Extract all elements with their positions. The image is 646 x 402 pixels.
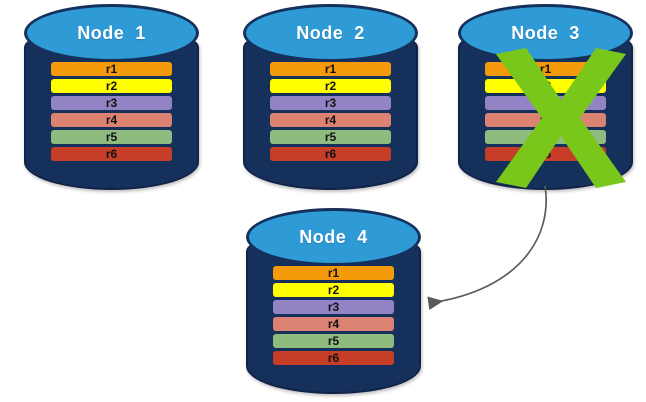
row-label: r6 <box>105 147 118 161</box>
table-row[interactable]: r1 <box>485 62 606 76</box>
row-list: r1 r2 r3 r4 r5 r6 <box>51 62 172 161</box>
row-label: r2 <box>327 283 340 297</box>
row-label: r5 <box>324 130 337 144</box>
cylinder-top-ellipse <box>24 4 199 62</box>
cylinder-shape: Node 3 r1 r2 r3 r4 r5 r6 <box>458 4 633 190</box>
table-row[interactable]: r2 <box>273 283 394 297</box>
table-row[interactable]: r5 <box>51 130 172 144</box>
table-row[interactable]: r6 <box>270 147 391 161</box>
node-2[interactable]: Node 2 r1 r2 r3 r4 r5 r6 <box>243 4 418 190</box>
row-label: r2 <box>324 79 337 93</box>
node-1[interactable]: Node 1 r1 r2 r3 r4 r5 r6 <box>24 4 199 190</box>
cylinder-top-ellipse <box>246 208 421 266</box>
row-list: r1 r2 r3 r4 r5 r6 <box>273 266 394 365</box>
row-label: r1 <box>539 62 552 76</box>
table-row[interactable]: r3 <box>485 96 606 110</box>
row-label: r6 <box>327 351 340 365</box>
row-label: r3 <box>105 96 118 110</box>
table-row[interactable]: r6 <box>273 351 394 365</box>
row-list: r1 r2 r3 r4 r5 r6 <box>270 62 391 161</box>
row-label: r4 <box>324 113 337 127</box>
table-row[interactable]: r3 <box>273 300 394 314</box>
table-row[interactable]: r1 <box>270 62 391 76</box>
row-label: r2 <box>539 79 552 93</box>
row-label: r4 <box>539 113 552 127</box>
table-row[interactable]: r3 <box>51 96 172 110</box>
row-label: r1 <box>105 62 118 76</box>
table-row[interactable]: r4 <box>273 317 394 331</box>
table-row[interactable]: r3 <box>270 96 391 110</box>
table-row[interactable]: r1 <box>273 266 394 280</box>
table-row[interactable]: r5 <box>273 334 394 348</box>
table-row[interactable]: r6 <box>51 147 172 161</box>
node-title: Node 2 <box>296 22 365 43</box>
row-label: r1 <box>324 62 337 76</box>
cylinder-top-ellipse <box>243 4 418 62</box>
row-label: r4 <box>327 317 340 331</box>
table-row[interactable]: r4 <box>485 113 606 127</box>
row-label: r5 <box>105 130 118 144</box>
cylinder-shape: Node 4 r1 r2 r3 r4 r5 r6 <box>246 208 421 394</box>
table-row[interactable]: r2 <box>270 79 391 93</box>
table-row[interactable]: r4 <box>270 113 391 127</box>
row-label: r4 <box>105 113 118 127</box>
row-label: r6 <box>539 147 552 161</box>
row-label: r3 <box>539 96 552 110</box>
table-row[interactable]: r5 <box>270 130 391 144</box>
row-label: r5 <box>327 334 340 348</box>
node-3[interactable]: Node 3 r1 r2 r3 r4 r5 r6 <box>458 4 633 190</box>
table-row[interactable]: r4 <box>51 113 172 127</box>
cylinder-shape: Node 1 r1 r2 r3 r4 r5 r6 <box>24 4 199 190</box>
node-title: Node 4 <box>299 226 368 247</box>
cylinder-shape: Node 2 r1 r2 r3 r4 r5 r6 <box>243 4 418 190</box>
table-row[interactable]: r2 <box>51 79 172 93</box>
row-label: r3 <box>324 96 337 110</box>
row-label: r1 <box>327 266 340 280</box>
table-row[interactable]: r6 <box>485 147 606 161</box>
row-list: r1 r2 r3 r4 r5 r6 <box>485 62 606 161</box>
table-row[interactable]: r5 <box>485 130 606 144</box>
row-label: r6 <box>324 147 337 161</box>
node-title: Node 3 <box>511 22 580 43</box>
table-row[interactable]: r2 <box>485 79 606 93</box>
node-title: Node 1 <box>77 22 146 43</box>
node-4[interactable]: Node 4 r1 r2 r3 r4 r5 r6 <box>246 208 421 394</box>
arrow-node3-to-node4 <box>427 185 547 310</box>
row-label: r2 <box>105 79 118 93</box>
row-label: r3 <box>327 300 340 314</box>
table-row[interactable]: r1 <box>51 62 172 76</box>
row-label: r5 <box>539 130 552 144</box>
